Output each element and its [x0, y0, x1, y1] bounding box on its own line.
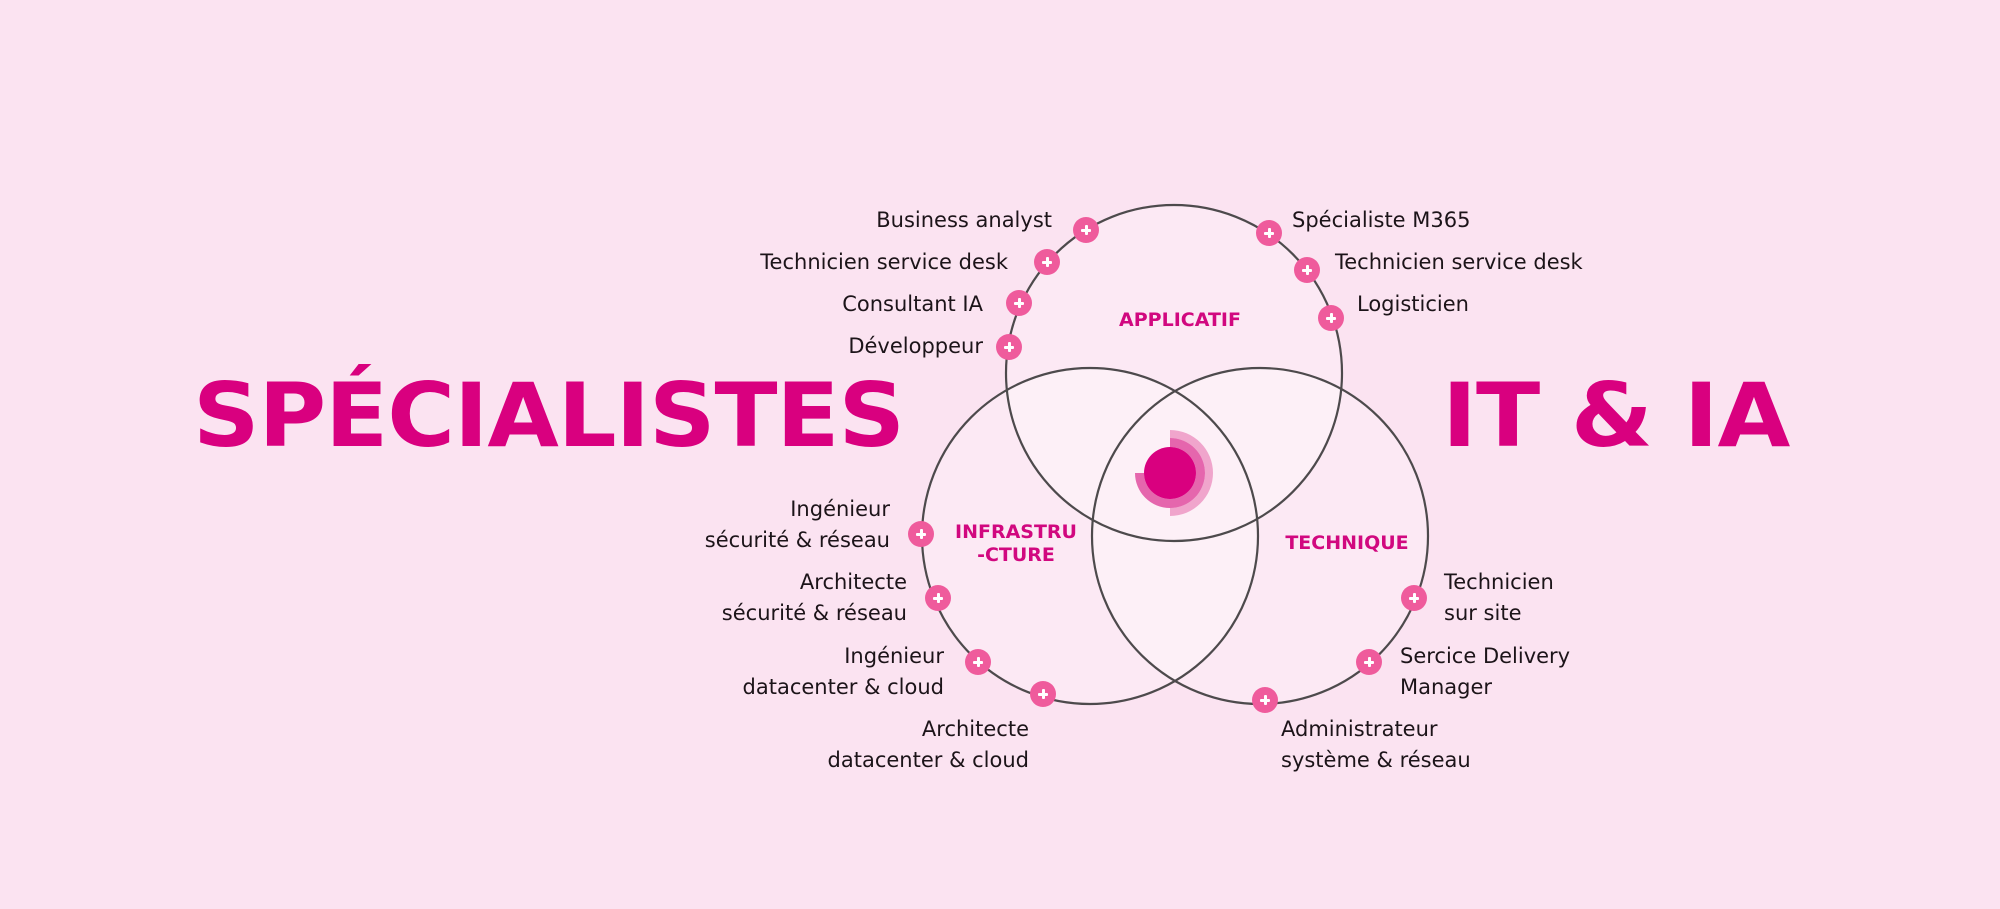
title-specialistes: SPÉCIALISTES: [193, 364, 905, 467]
role-line: Architecte: [921, 717, 1029, 741]
role-label: Architecte datacenter & cloud: [828, 714, 1029, 776]
role-line: Consultant IA: [842, 292, 983, 316]
role-line: datacenter & cloud: [742, 675, 944, 699]
role-line: Manager: [1400, 675, 1493, 699]
plus-icon[interactable]: [1252, 687, 1278, 713]
role-line: Technicien service desk: [760, 250, 1008, 274]
plus-icon[interactable]: [965, 649, 991, 675]
role-label: Administrateur système & réseau: [1281, 714, 1471, 776]
zone-label-infrastructure-line2: -CTURE: [977, 544, 1055, 566]
zone-label-applicatif: APPLICATIF: [1119, 309, 1241, 331]
role-line: Logisticien: [1357, 292, 1469, 316]
role-label: Spécialiste M365: [1292, 205, 1470, 236]
role-line: système & réseau: [1281, 748, 1471, 772]
role-label: Technicien service desk: [1335, 247, 1583, 278]
plus-icon[interactable]: [1318, 305, 1344, 331]
target-icon: [1135, 430, 1213, 516]
plus-icon[interactable]: [925, 585, 951, 611]
role-line: Administrateur: [1281, 717, 1438, 741]
role-line: Développeur: [848, 334, 983, 358]
role-line: Business analyst: [876, 208, 1052, 232]
plus-icon[interactable]: [1034, 249, 1060, 275]
plus-icon[interactable]: [1294, 257, 1320, 283]
role-label: Technicien service desk: [760, 247, 1008, 278]
role-line: datacenter & cloud: [827, 748, 1029, 772]
role-label: Logisticien: [1357, 289, 1469, 320]
role-label: Architecte sécurité & réseau: [722, 567, 907, 629]
plus-icon[interactable]: [1073, 217, 1099, 243]
zone-label-infrastructure: INFRASTRU -CTURE: [955, 521, 1077, 567]
role-line: Technicien service desk: [1335, 250, 1583, 274]
role-label: Ingénieur sécurité & réseau: [705, 494, 890, 556]
role-label: Business analyst: [876, 205, 1052, 236]
role-line: sécurité & réseau: [704, 528, 890, 552]
zone-label-technique: TECHNIQUE: [1285, 532, 1409, 554]
role-label: Technicien sur site: [1444, 567, 1554, 629]
zone-label-infrastructure-line1: INFRASTRU: [955, 521, 1077, 543]
role-label: Ingénieur datacenter & cloud: [743, 641, 944, 703]
role-line: sur site: [1444, 601, 1522, 625]
role-line: Sercice Delivery: [1400, 644, 1571, 668]
title-it-ia: IT & IA: [1442, 364, 1790, 467]
role-label: Sercice Delivery Manager: [1400, 641, 1570, 703]
role-line: Spécialiste M365: [1292, 208, 1471, 232]
plus-icon[interactable]: [1030, 681, 1056, 707]
role-line: Ingénieur: [790, 497, 890, 521]
role-label: Développeur: [848, 331, 983, 362]
plus-icon[interactable]: [1006, 290, 1032, 316]
role-line: Technicien: [1444, 570, 1554, 594]
plus-icon[interactable]: [996, 334, 1022, 360]
role-line: Ingénieur: [844, 644, 944, 668]
role-line: sécurité & réseau: [721, 601, 907, 625]
role-label: Consultant IA: [842, 289, 983, 320]
plus-icon[interactable]: [1256, 220, 1282, 246]
plus-icon[interactable]: [1356, 649, 1382, 675]
plus-icon[interactable]: [908, 521, 934, 547]
plus-icon[interactable]: [1401, 585, 1427, 611]
circle-applicatif: [1004, 203, 1344, 543]
role-line: Architecte: [799, 570, 907, 594]
